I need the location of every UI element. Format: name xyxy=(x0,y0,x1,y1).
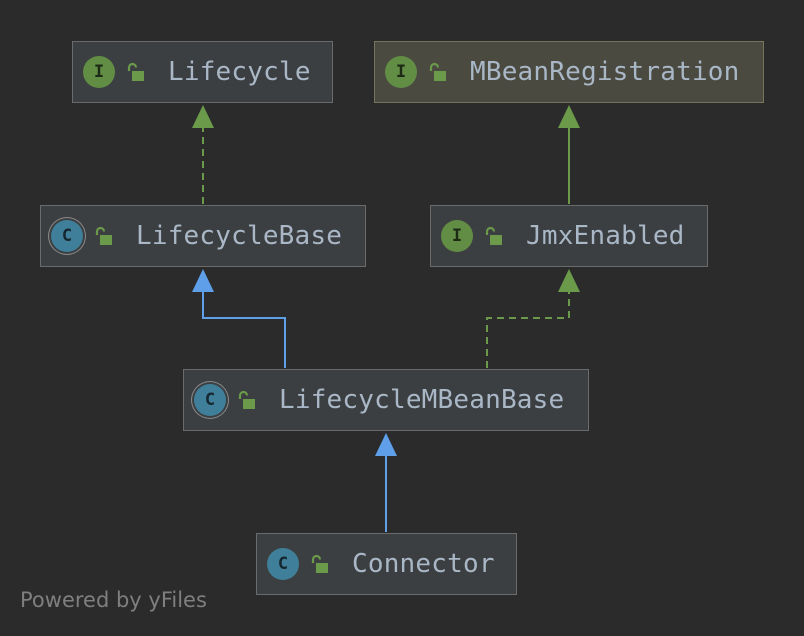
unlock-icon xyxy=(238,390,255,409)
unlock-icon xyxy=(429,62,446,81)
node-label: Lifecycle xyxy=(168,57,311,87)
edge-lifecyclembeanbase-extends-lifecyclebase xyxy=(192,269,286,368)
yfiles-watermark: Powered by yFiles xyxy=(20,588,207,612)
node-label: LifecycleMBeanBase xyxy=(279,385,565,415)
unlock-icon xyxy=(485,226,502,245)
unlock-icon xyxy=(311,554,328,573)
unlock-icon xyxy=(127,62,144,81)
edge-connector-extends-lifecyclembeanbase xyxy=(375,433,397,532)
interface-icon: I xyxy=(441,220,473,252)
class-icon: C xyxy=(267,548,299,580)
node-label: Connector xyxy=(352,549,495,579)
node-lifecyclebase[interactable]: C LifecycleBase xyxy=(40,205,366,267)
node-lifecycle[interactable]: I Lifecycle xyxy=(72,41,333,103)
node-connector[interactable]: C Connector xyxy=(256,533,517,595)
edge-lifecyclebase-implements-lifecycle xyxy=(192,105,214,204)
edge-lifecyclembeanbase-implements-jmxenabled xyxy=(486,269,580,368)
unlock-icon xyxy=(95,226,112,245)
interface-icon: I xyxy=(83,56,115,88)
abstract-class-icon: C xyxy=(194,384,226,416)
node-jmxenabled[interactable]: I JmxEnabled xyxy=(430,205,708,267)
node-label: JmxEnabled xyxy=(526,221,685,251)
node-label: MBeanRegistration xyxy=(470,57,740,87)
abstract-class-icon: C xyxy=(51,220,83,252)
node-mbeanregistration[interactable]: I MBeanRegistration xyxy=(374,41,764,103)
edge-jmxenabled-extends-mbeanregistration xyxy=(558,105,580,204)
interface-icon: I xyxy=(385,56,417,88)
node-lifecyclembeanbase[interactable]: C LifecycleMBeanBase xyxy=(183,369,589,431)
node-label: LifecycleBase xyxy=(136,221,343,251)
